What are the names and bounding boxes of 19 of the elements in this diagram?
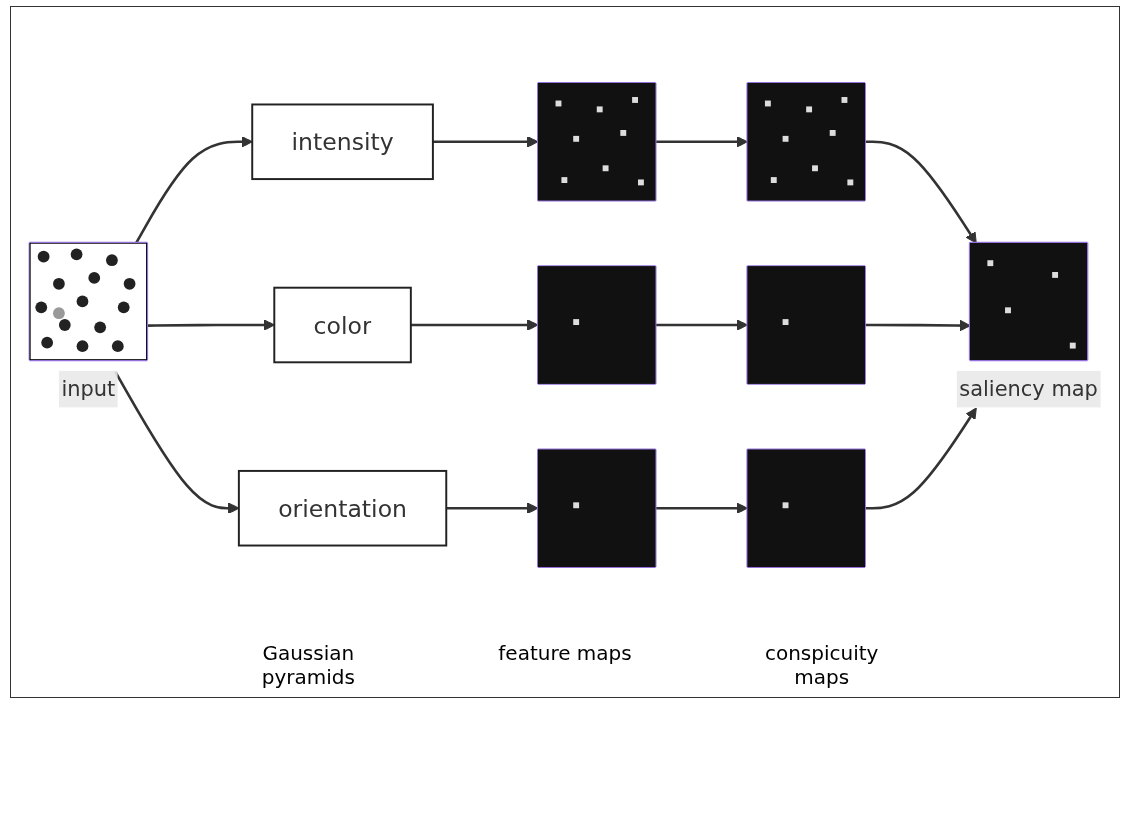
arrow xyxy=(655,319,748,331)
arrow xyxy=(147,319,275,331)
arrow xyxy=(446,502,539,514)
arrow xyxy=(655,136,748,148)
node-box: orientation xyxy=(237,469,448,547)
arrow xyxy=(865,319,971,332)
column-caption: conspicuity maps xyxy=(763,641,880,689)
column-caption: Gaussian pyramids xyxy=(260,641,356,689)
node-label: saliency map xyxy=(959,376,1098,401)
column-caption: feature maps xyxy=(498,641,632,667)
arrow xyxy=(865,407,977,510)
node-label: input xyxy=(61,376,116,401)
node-box: intensity xyxy=(251,103,434,181)
arrow xyxy=(655,502,748,514)
node-box: color xyxy=(273,286,412,364)
arrow xyxy=(135,136,253,244)
arrow xyxy=(432,136,539,148)
arrow xyxy=(410,319,539,331)
arrow xyxy=(865,140,977,244)
